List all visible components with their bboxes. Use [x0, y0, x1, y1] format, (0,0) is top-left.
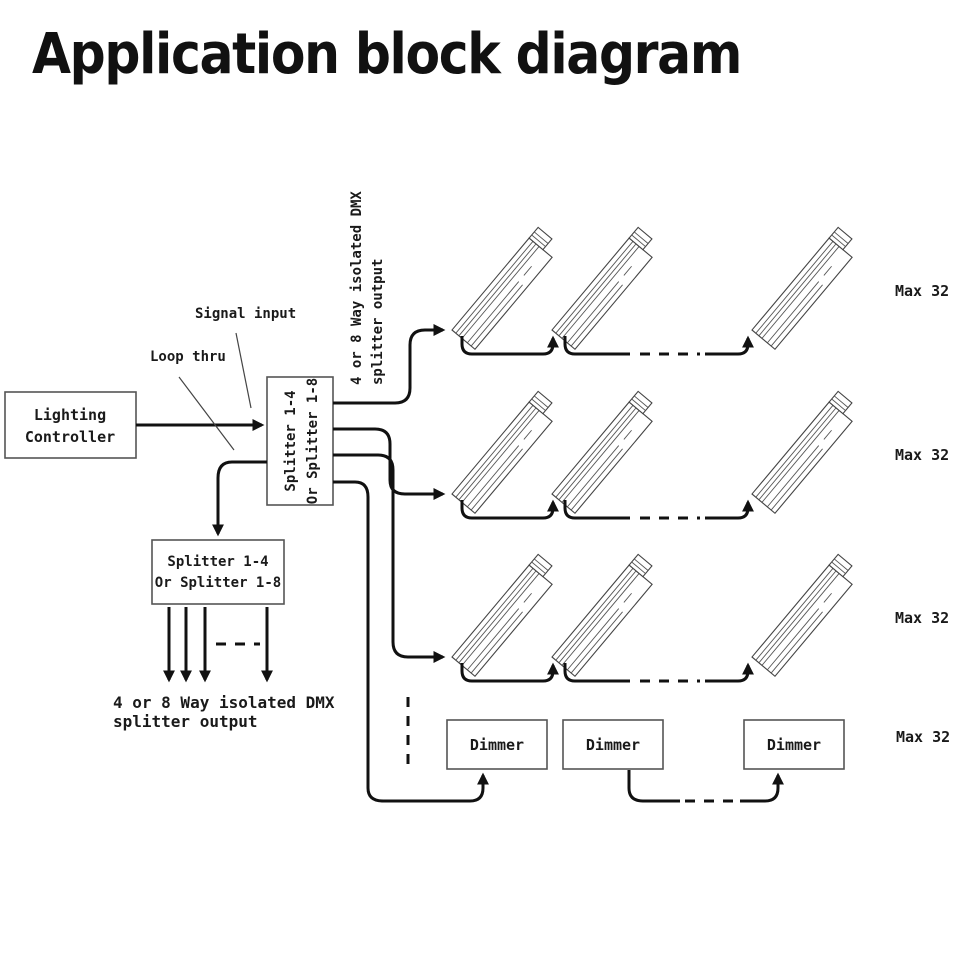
daisy-chain-wire — [705, 662, 754, 683]
signal-input-annotation: Signal input — [195, 306, 296, 322]
light-fixture-icon — [451, 226, 562, 350]
light-fixture-icon — [551, 390, 662, 514]
output-wire-row-1 — [333, 324, 446, 405]
row-max-label: Max 32 — [895, 446, 949, 464]
loop-thru-wire — [212, 460, 267, 537]
daisy-chain-wire — [705, 335, 754, 356]
fixture-row: Max 32 — [451, 553, 949, 683]
row-max-label: Max 32 — [895, 282, 949, 300]
secondary-splitter-label-1: Splitter 1-4 — [167, 554, 268, 570]
fixture-row: Max 32 — [451, 226, 949, 356]
main-splitter-label-2: Or Splitter 1-8 — [305, 378, 321, 504]
main-splitter-label-1: Splitter 1-4 — [283, 390, 299, 491]
light-fixture-icon — [551, 226, 662, 350]
dimmer-node — [446, 719, 548, 770]
signal-input-leader — [235, 332, 252, 409]
daisy-chain-wire — [460, 499, 559, 520]
daisy-chain-wire — [460, 662, 559, 683]
dimmer-node — [562, 719, 664, 770]
secondary-splitter-label-2: Or Splitter 1-8 — [155, 575, 281, 591]
output-wire-row-4 — [333, 480, 489, 803]
main-splitter-node: Splitter 1-4 Or Splitter 1-8 — [266, 376, 334, 506]
fixture-row: Max 32 — [451, 390, 949, 520]
loop-thru-leader — [178, 376, 235, 451]
loop-thru-annotation: Loop thru — [150, 349, 226, 365]
daisy-chain-wire — [563, 500, 630, 520]
secondary-splitter-node: Splitter 1-4 Or Splitter 1-8 — [151, 539, 285, 605]
dimmer-chain-wire — [740, 772, 784, 803]
dimmer-label: Dimmer — [586, 736, 640, 754]
output-wire-row-3 — [333, 453, 446, 663]
light-fixture-icon — [751, 553, 862, 677]
bottom-output-annotation-2: splitter output — [113, 712, 258, 731]
lighting-controller-label-2: Controller — [25, 428, 115, 446]
lighting-controller-label-1: Lighting — [34, 406, 106, 424]
dimmer-row: Dimmer Dimmer Dimmer Max 32 — [446, 719, 950, 803]
dimmer-label: Dimmer — [767, 736, 821, 754]
top-output-annotation-1: 4 or 8 Way isolated DMX — [349, 191, 365, 385]
top-output-annotation-2: splitter output — [370, 259, 386, 385]
light-fixture-icon — [451, 553, 562, 677]
dimmer-chain-wire — [627, 770, 680, 803]
light-fixture-icon — [551, 553, 662, 677]
daisy-chain-wire — [460, 335, 559, 356]
light-fixture-icon — [451, 390, 562, 514]
secondary-splitter-outputs — [163, 607, 273, 683]
lighting-controller-node: Lighting Controller — [4, 391, 137, 459]
daisy-chain-wire — [705, 499, 754, 520]
light-fixture-icon — [751, 226, 862, 350]
dimmer-label: Dimmer — [470, 736, 524, 754]
output-wire-row-2 — [333, 427, 446, 500]
dimmer-node — [743, 719, 845, 770]
daisy-chain-wire — [563, 336, 630, 356]
row-max-label: Max 32 — [896, 728, 950, 746]
row-max-label: Max 32 — [895, 609, 949, 627]
light-fixture-icon — [751, 390, 862, 514]
page-title: Application block diagram — [32, 22, 742, 87]
bottom-output-annotation-1: 4 or 8 Way isolated DMX — [113, 693, 335, 712]
daisy-chain-wire — [563, 663, 630, 683]
